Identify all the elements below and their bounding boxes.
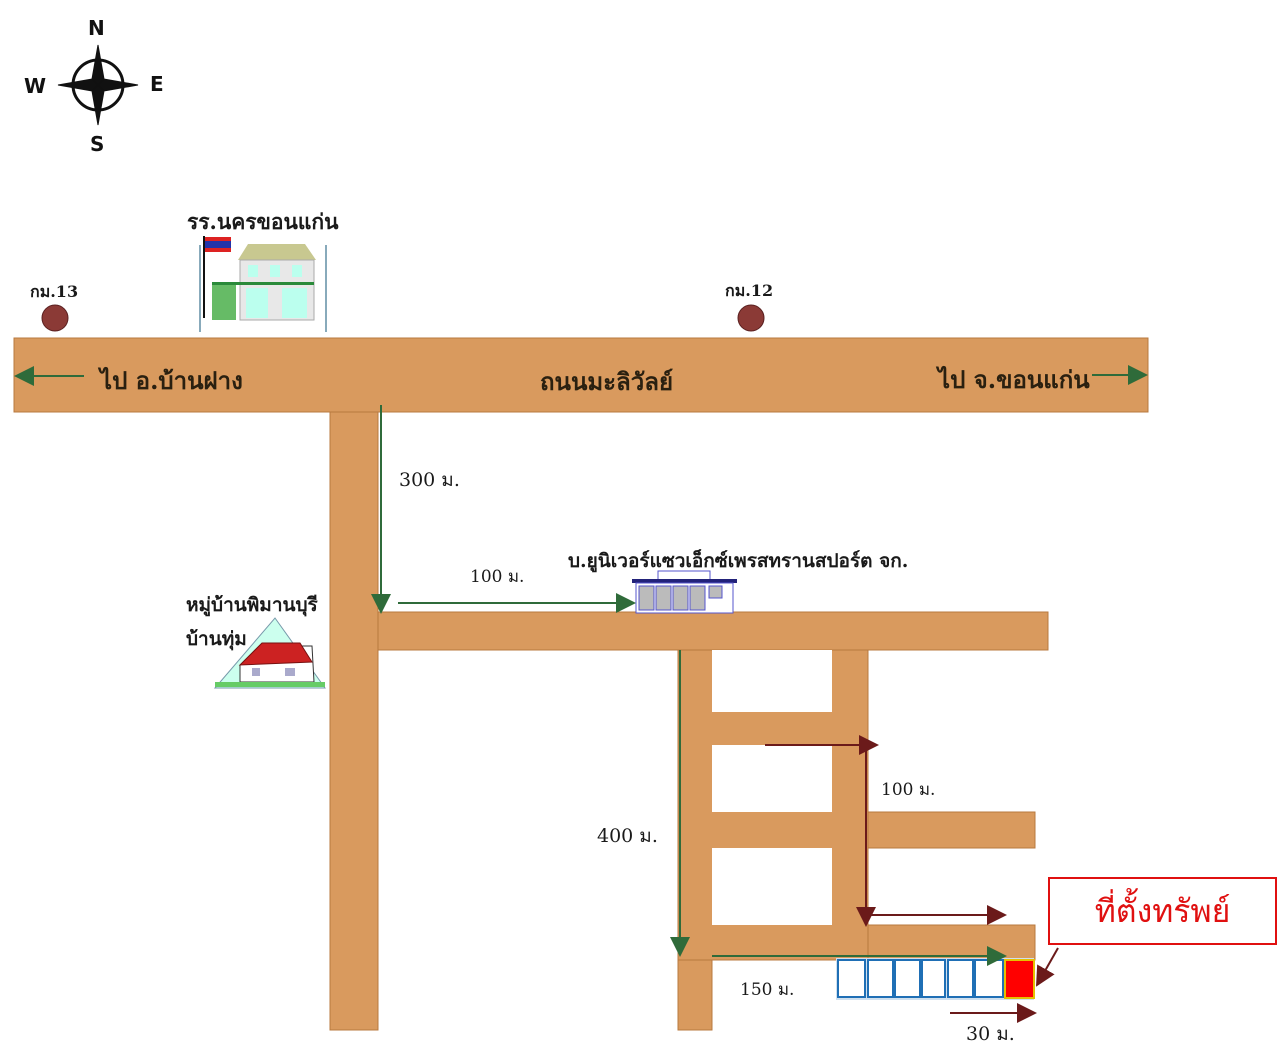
property-marker bbox=[1004, 959, 1035, 999]
compass-west: W bbox=[24, 74, 47, 98]
compass-north: N bbox=[88, 16, 105, 40]
company-building-icon bbox=[632, 570, 737, 614]
distance-300m: 300 ม. bbox=[399, 469, 460, 491]
road-name-label: ถนนมะลิวัลย์ bbox=[540, 367, 674, 396]
distance-400m: 400 ม. bbox=[597, 825, 658, 847]
km12-marker bbox=[737, 304, 765, 332]
to-khonkaen-label: ไป จ.ขอนแก่น bbox=[938, 365, 1090, 394]
road-malivan bbox=[13, 337, 1149, 413]
road-ext-2 bbox=[867, 924, 1036, 961]
compass-east: E bbox=[150, 72, 164, 96]
village-house-icon bbox=[213, 617, 326, 689]
road-left-vertical bbox=[329, 411, 379, 1031]
distance-30m: 30 ม. bbox=[966, 1023, 1015, 1045]
distance-100m-a: 100 ม. bbox=[470, 567, 525, 587]
km13-label: กม.13 bbox=[30, 282, 79, 301]
compass-south: S bbox=[90, 132, 105, 156]
school-label: รร.นครขอนแก่น bbox=[187, 209, 339, 234]
property-location-callout: ที่ตั้งทรัพย์ bbox=[1048, 877, 1277, 945]
callout-pointer bbox=[1036, 947, 1059, 987]
road-ext-1 bbox=[867, 811, 1036, 849]
village-label-1: หมู่บ้านพิมานบุรี bbox=[186, 594, 318, 616]
distance-100m-b: 100 ม. bbox=[881, 780, 936, 800]
compass-icon bbox=[57, 44, 139, 126]
road-second-horizontal bbox=[377, 611, 1049, 651]
to-banfang-label: ไป อ.บ้านฝาง bbox=[100, 366, 243, 395]
distance-150m: 150 ม. bbox=[740, 980, 795, 1000]
company-label: บ.ยูนิเวอร์แซวเอ็กซ์เพรสทรานสปอร์ต จก. bbox=[568, 550, 909, 572]
km12-label: กม.12 bbox=[725, 281, 774, 300]
property-row bbox=[836, 958, 1035, 1000]
village-label-2: บ้านทุ่ม bbox=[186, 628, 247, 650]
road-vertical-lower bbox=[677, 959, 713, 1031]
school-icon bbox=[199, 236, 327, 332]
km13-marker bbox=[41, 304, 69, 332]
